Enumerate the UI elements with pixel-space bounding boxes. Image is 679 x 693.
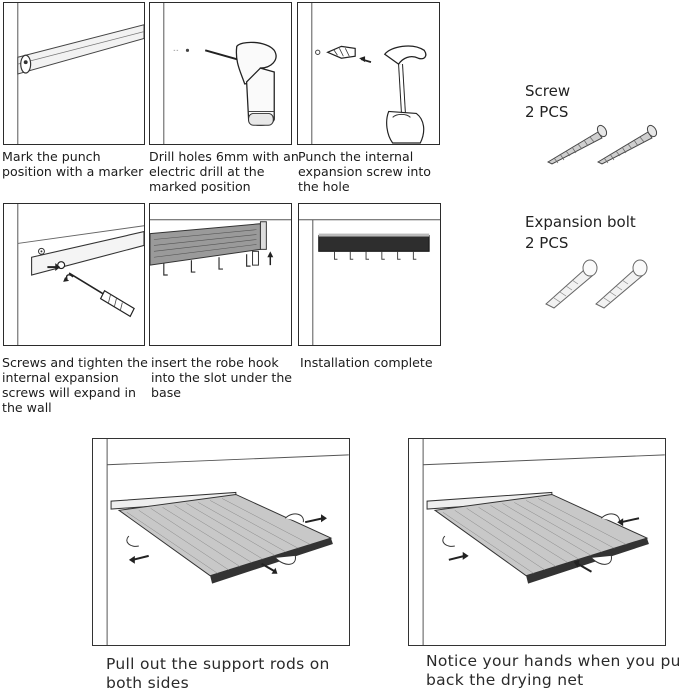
caption-line: Pull out the support rods on: [106, 655, 330, 673]
screw-icon: [546, 124, 658, 165]
caption-line: marked position: [149, 179, 251, 194]
hammer-anchor-illustration: [311, 3, 427, 144]
caption-line: back the drying net: [426, 671, 584, 689]
step-2-caption: Drill holes 6mm with an electric drill a…: [149, 149, 299, 194]
expansion-bolt-label: Expansion bolt 2 PCS: [525, 212, 636, 254]
caption-line: internal expansion: [2, 370, 119, 385]
caption-line: Punch the internal: [298, 149, 414, 164]
step-4-panel: [3, 203, 145, 346]
caption-line: Drill holes 6mm with an: [149, 149, 299, 164]
pull-back-net-illustration: [422, 439, 665, 645]
screw-label: Screw 2 PCS: [525, 81, 570, 123]
caption-line: Notice your hands when you pull: [426, 652, 679, 670]
usage-caption-1: Pull out the support rods on both sides: [106, 655, 330, 693]
step-1-caption: Mark the punch position with a marker: [2, 149, 143, 179]
rail-marker-illustration: [17, 3, 144, 144]
caption-line: position with a marker: [2, 164, 144, 179]
caption-line: screws will expand in: [2, 385, 136, 400]
step-3-caption: Punch the internal expansion screw into …: [298, 149, 431, 194]
hardware-name: Screw: [525, 82, 571, 100]
expansion-bolt-icon: [545, 259, 648, 309]
hardware-name: Expansion bolt: [525, 213, 636, 231]
robe-hook-illustration: [150, 219, 291, 276]
caption-line: insert the robe hook: [151, 355, 279, 370]
step-1-panel: [3, 2, 145, 145]
usage-panel-2: [408, 438, 666, 646]
hardware-qty: 2 PCS: [525, 234, 569, 252]
caption-line: into the slot under the: [151, 370, 293, 385]
screwdriver-rail-illustration: [17, 204, 144, 345]
installed-rack-illustration: [299, 219, 440, 345]
caption-line: Screws and tighten the: [2, 355, 148, 370]
caption-line: the hole: [298, 179, 350, 194]
caption-line: base: [151, 385, 182, 400]
step-2-panel: [149, 2, 292, 145]
caption-line: electric drill at the: [149, 164, 265, 179]
caption-line: Installation complete: [300, 355, 433, 370]
step-6-panel: [298, 203, 441, 346]
pull-rods-illustration: [106, 439, 349, 645]
caption-line: both sides: [106, 674, 189, 692]
caption-line: Mark the punch: [2, 149, 101, 164]
usage-caption-2: Notice your hands when you pull back the…: [426, 652, 679, 690]
step-5-panel: [149, 203, 292, 346]
step-5-caption: insert the robe hook into the slot under…: [151, 355, 292, 400]
usage-panel-1: [92, 438, 350, 646]
caption-line: the wall: [2, 400, 52, 415]
step-3-panel: [297, 2, 440, 145]
hardware-qty: 2 PCS: [525, 103, 569, 121]
caption-line: expansion screw into: [298, 164, 431, 179]
step-6-caption: Installation complete: [300, 355, 433, 370]
drill-illustration: [163, 3, 277, 144]
step-4-caption: Screws and tighten the internal expansio…: [2, 355, 148, 415]
